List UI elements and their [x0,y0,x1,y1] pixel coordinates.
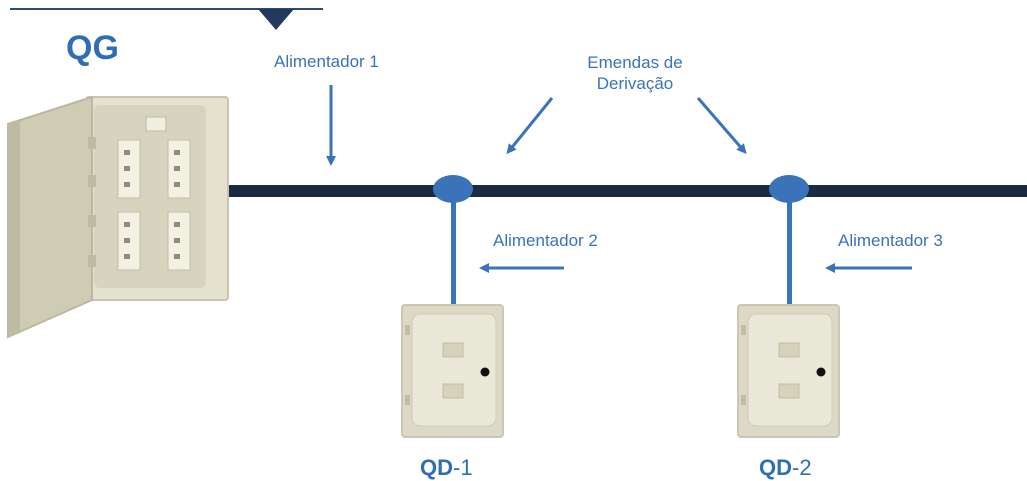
sub-panel-2-label: QD-2 [759,455,812,481]
sub-panel-1-label: QD-1 [420,455,473,481]
feeder-1-label: Alimentador 1 [274,52,379,71]
splices-label-line1: Emendas de [587,53,683,72]
branch-feeder-2 [451,196,456,309]
arrow-splice-2 [696,97,747,155]
sub-panel-2-suffix: -2 [792,455,812,480]
feeder-3-label: Alimentador 3 [838,231,943,250]
panel-lock-icon [480,367,490,377]
branch-feeder-3 [787,196,792,309]
panel-lock-icon [816,367,826,377]
splices-label: Emendas de Derivação [560,52,710,94]
splices-label-line2: Derivação [596,74,674,93]
splice-node-1 [433,175,473,203]
header-notch-icon [258,9,294,30]
arrow-splice-1 [506,97,554,155]
feeder-2-label: Alimentador 2 [493,231,598,250]
main-feeder-line [222,185,1027,197]
main-panel-qg [7,95,229,339]
main-panel-label: QG [66,29,119,67]
sub-panel-1-prefix: QD [420,455,453,480]
splice-node-2 [769,175,809,203]
header-rule [10,8,323,30]
sub-panel-qd1 [401,304,504,438]
sub-panel-qd2 [737,304,840,438]
sub-panel-2-prefix: QD [759,455,792,480]
sub-panel-1-suffix: -1 [453,455,473,480]
